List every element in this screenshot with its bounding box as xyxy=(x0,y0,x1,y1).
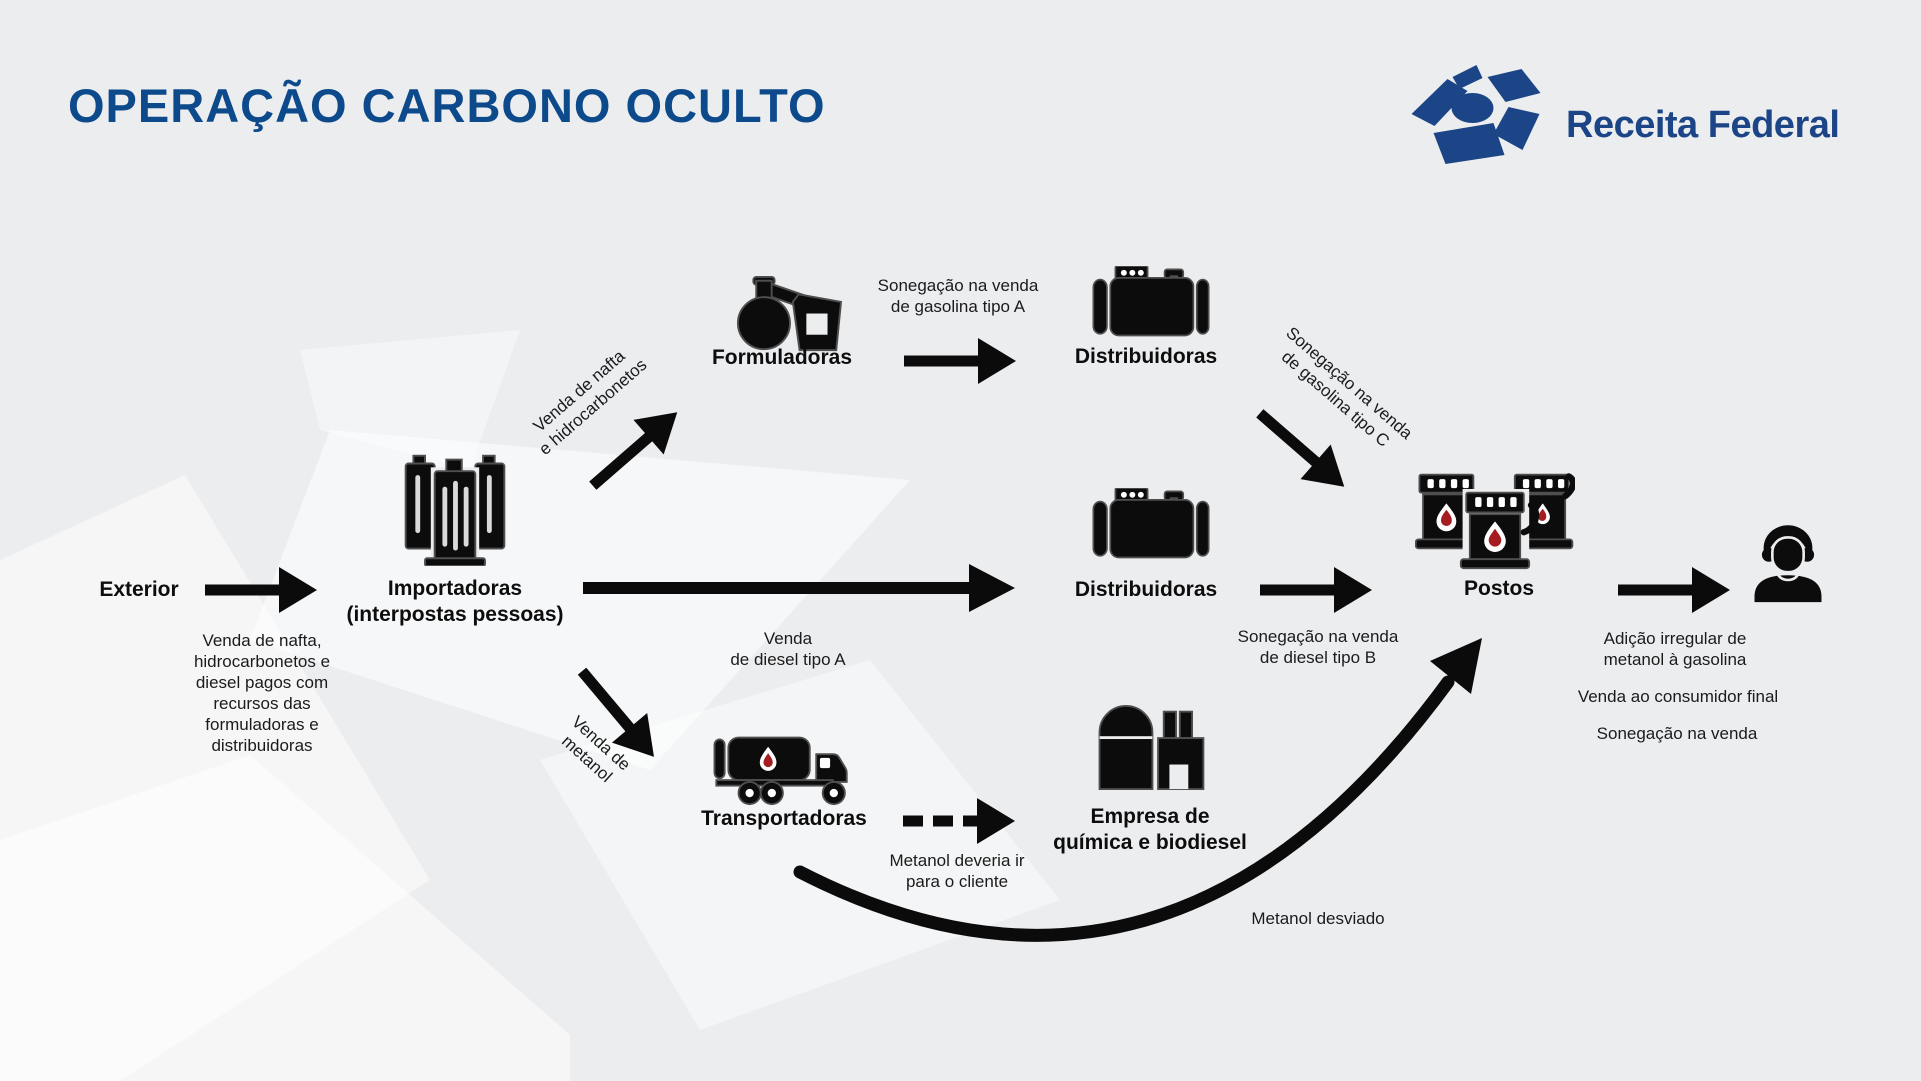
arrow-importadoras-distribuidoras xyxy=(583,562,1015,614)
node-label-distribuidoras-top: Distribuidoras xyxy=(1074,345,1218,368)
note-sonegacao-venda: Sonegação na venda xyxy=(1596,724,1758,743)
arrow-exterior-importadoras xyxy=(205,566,317,614)
arrow-importadoras-formuladoras xyxy=(577,394,693,504)
note-diesel-tipo-a: Venda de diesel tipo A xyxy=(730,629,846,670)
chemistry-flask-icon xyxy=(730,248,848,354)
page-title: OPERAÇÃO CARBONO OCULTO xyxy=(68,79,826,132)
receita-federal-logo-icon xyxy=(1402,64,1552,164)
note-gasolina-tipo-a: Sonegação na venda de gasolina tipo A xyxy=(877,276,1039,317)
node-label-transportadoras: Transportadoras xyxy=(701,807,867,830)
refinery-columns-icon xyxy=(392,448,518,566)
chemical-plant-icon xyxy=(1092,698,1210,798)
note-metanol-desviado: Metanol desviado xyxy=(1251,909,1385,928)
note-venda-consumidor: Venda ao consumidor final xyxy=(1577,687,1779,706)
arrow-distribuidoras-postos-diesel xyxy=(1260,566,1372,614)
note-adicao-metanol: Adição irregular de metanol à gasolina xyxy=(1603,629,1747,670)
node-label-formuladoras: Formuladoras xyxy=(711,346,853,369)
node-label-importadoras: Importadoras (interpostas pessoas) xyxy=(346,577,564,626)
brand-name: Receita Federal xyxy=(1566,104,1840,146)
node-label-exterior: Exterior xyxy=(99,578,179,601)
fuel-storage-tank-icon xyxy=(1083,488,1219,566)
tanker-truck-icon xyxy=(712,732,852,806)
note-diesel-tipo-b: Sonegação na venda de diesel tipo B xyxy=(1237,627,1399,668)
node-label-empresa-quimica: Empresa de química e biodiesel xyxy=(1053,805,1247,854)
fuel-storage-tank-icon xyxy=(1083,266,1219,344)
note-exterior-importadoras: Venda de nafta, hidrocarbonetos e diesel… xyxy=(193,631,331,756)
note-metanol-cliente: Metanol deveria ir para o cliente xyxy=(889,851,1025,892)
node-label-distribuidoras-mid: Distribuidoras xyxy=(1074,578,1218,601)
arrow-metanol-desviado-curve xyxy=(780,600,1500,960)
arrow-postos-consumidor xyxy=(1618,566,1730,614)
arrow-importadoras-transportadoras xyxy=(564,656,673,773)
gas-pumps-icon xyxy=(1415,462,1575,570)
node-label-postos: Postos xyxy=(1463,577,1535,600)
arrow-distribuidoras-postos-gasolina xyxy=(1244,395,1360,505)
person-icon xyxy=(1748,512,1828,608)
arrow-transportadoras-empresa-dashed xyxy=(903,797,1015,845)
arrow-formuladoras-distribuidoras xyxy=(904,337,1016,385)
